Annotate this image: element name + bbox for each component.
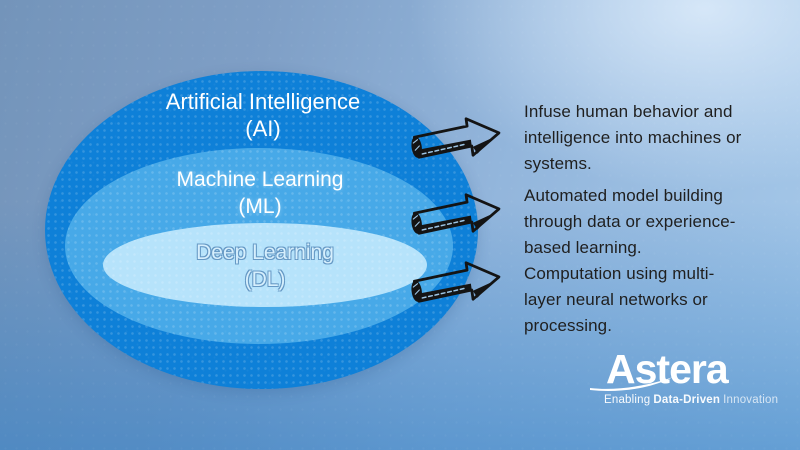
description-deep-learning: Computation using multi- layer neural ne… bbox=[524, 261, 792, 339]
description-line: intelligence into machines or bbox=[524, 128, 742, 147]
label-ml-title: Machine Learning bbox=[176, 168, 344, 191]
tagline-suffix: Innovation bbox=[723, 394, 779, 406]
description-line: based learning. bbox=[524, 238, 642, 257]
brand-text: Astera bbox=[606, 346, 729, 392]
description-line: processing. bbox=[524, 316, 613, 335]
label-deep-learning: Deep Learning (DL) bbox=[115, 239, 415, 293]
sketch-arrow-icon bbox=[404, 190, 506, 242]
description-line: Infuse human behavior and bbox=[524, 102, 733, 121]
label-machine-learning: Machine Learning (ML) bbox=[110, 166, 410, 220]
sketch-arrow-icon bbox=[404, 114, 506, 166]
sketch-arrow-icon bbox=[404, 258, 506, 310]
label-dl-abbr: (DL) bbox=[244, 268, 286, 291]
label-dl-title: Deep Learning bbox=[196, 241, 334, 264]
description-machine-learning: Automated model building through data or… bbox=[524, 183, 792, 261]
tagline-prefix: Enabling bbox=[604, 394, 651, 406]
description-line: layer neural networks or bbox=[524, 290, 708, 309]
label-ai-abbr: (AI) bbox=[245, 116, 281, 141]
ellipse-deep-learning bbox=[103, 223, 427, 307]
tagline-bold: Data-Driven bbox=[653, 394, 721, 406]
astera-logo-wordmark: Astera bbox=[590, 346, 779, 392]
label-ai-title: Artificial Intelligence bbox=[165, 89, 361, 114]
description-line: through data or experience- bbox=[524, 212, 736, 231]
label-ml-abbr: (ML) bbox=[238, 195, 282, 218]
description-line: Computation using multi- bbox=[524, 264, 715, 283]
description-line: systems. bbox=[524, 154, 592, 173]
description-artificial-intelligence: Infuse human behavior and intelligence i… bbox=[524, 99, 792, 177]
description-line: Automated model building bbox=[524, 186, 723, 205]
logo-swoosh-icon bbox=[590, 377, 673, 391]
label-artificial-intelligence: Artificial Intelligence (AI) bbox=[113, 88, 413, 142]
